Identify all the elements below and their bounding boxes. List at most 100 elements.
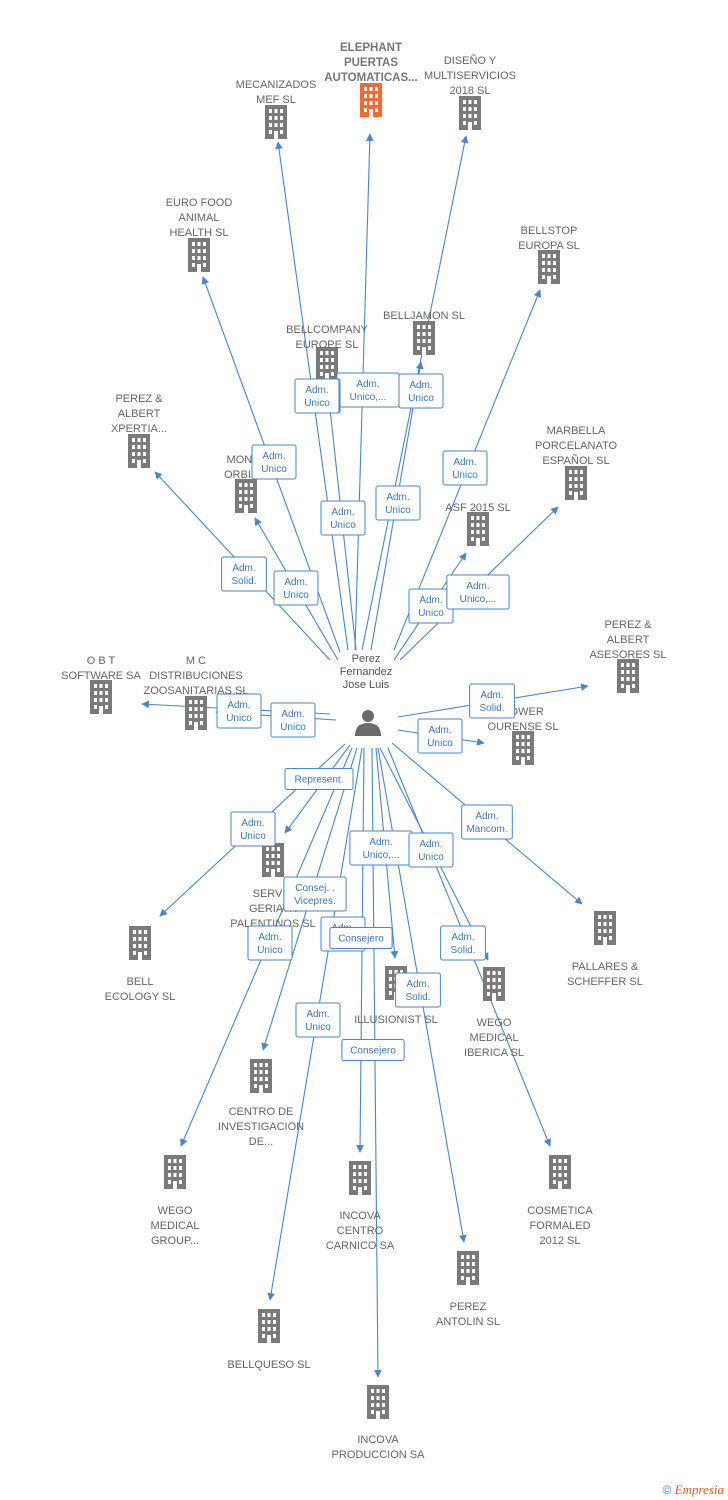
edge-label-illusionist[interactable]: Adm.Unico,... xyxy=(349,830,413,866)
edge-label-perezantolin[interactable]: Adm.Solid. xyxy=(395,972,441,1008)
building-icon xyxy=(538,250,560,284)
empresia-logo[interactable]: Empresia xyxy=(674,1482,724,1497)
company-node-belljamon[interactable]: BELLJAMON SL xyxy=(383,310,465,355)
company-label: PEREZ & xyxy=(604,619,652,631)
company-node-bellqueso[interactable]: BELLQUESO SL xyxy=(227,1309,311,1371)
edge-label-eurofood[interactable]: Adm.Unico xyxy=(251,444,297,480)
company-label: CARNICO SA xyxy=(326,1240,395,1252)
edge-label-box xyxy=(440,925,486,961)
nodes-layer: ELEPHANTPUERTASAUTOMATICAS...MECANIZADOS… xyxy=(61,42,666,1461)
edge-label-box xyxy=(230,811,276,847)
edge-label-box xyxy=(283,876,347,912)
edge-label-text: Adm. xyxy=(281,709,304,720)
company-node-illusionist[interactable]: ILLUSIONIST SL xyxy=(354,966,438,1026)
edge-label-text: Unico xyxy=(418,608,444,619)
building-icon xyxy=(164,1155,186,1189)
company-node-asf[interactable]: ASF 2015 SL xyxy=(445,502,511,546)
company-node-centro[interactable]: CENTRO DEINVESTIGACIONDE... xyxy=(218,1059,304,1148)
company-label: PUERTAS xyxy=(344,57,398,69)
copyright-symbol: © xyxy=(662,1483,672,1497)
edge-label-box xyxy=(329,927,393,949)
edge-label-text: Unico,... xyxy=(460,594,497,605)
edge-label-elephant[interactable]: Adm.Unico,... xyxy=(336,372,400,408)
company-label: PORCELANATO xyxy=(535,440,618,452)
edge-label-diseno[interactable]: Adm.Unico xyxy=(398,373,444,409)
company-label: MARBELLA xyxy=(547,425,606,437)
edge-label-box xyxy=(395,972,441,1008)
edge-label-incovaprod[interactable]: Consejero xyxy=(341,1039,405,1061)
company-label: BELLJAMON SL xyxy=(383,310,465,322)
company-label: ASF 2015 SL xyxy=(445,502,510,514)
edge-label-text: Unico xyxy=(427,738,453,749)
edge-label-servicios[interactable]: Represent. xyxy=(284,768,354,790)
edge-label-wegogroup[interactable]: Adm.Unico xyxy=(247,925,293,961)
edge-label-box xyxy=(375,485,421,521)
edge-label-box xyxy=(320,500,366,536)
company-node-pallares[interactable]: PALLARES &SCHEFFER SL xyxy=(567,911,643,988)
company-label: EURO FOOD xyxy=(166,197,233,209)
company-node-elephant[interactable]: ELEPHANTPUERTASAUTOMATICAS... xyxy=(324,42,418,117)
edge-label-wegoiberica[interactable]: Adm.Unico xyxy=(408,832,454,868)
company-label: XPERTIA... xyxy=(111,423,167,435)
edge-label-cosmetica[interactable]: Adm.Solid. xyxy=(440,925,486,961)
edge-label-obt[interactable]: Adm.Unico xyxy=(216,693,262,729)
edge-label-bellcompany[interactable]: Adm.Unico xyxy=(320,500,366,536)
edge-label-perezasesores[interactable]: Adm.Solid. xyxy=(469,683,515,719)
company-label: PEREZ xyxy=(450,1301,487,1313)
company-node-perezxpertia[interactable]: PEREZ &ALBERTXPERTIA... xyxy=(111,393,167,468)
company-node-wegogroup[interactable]: WEGOMEDICALGROUP... xyxy=(151,1155,200,1247)
edge-label-text: Adm. xyxy=(453,457,476,468)
edge-label-belljamon[interactable]: Adm.Unico xyxy=(375,485,421,521)
edge-label-text: Unico xyxy=(226,713,252,724)
company-label: O B T xyxy=(87,655,116,667)
edge-label-text: Unico,... xyxy=(350,392,387,403)
company-label: EUROPE SL xyxy=(296,339,359,351)
edge-label-power[interactable]: Adm.Unico xyxy=(417,718,463,754)
company-label: ALBERT xyxy=(118,408,161,420)
building-icon xyxy=(188,238,210,272)
edge-label-perezxpertia[interactable]: Adm.Solid. xyxy=(221,556,267,592)
company-label: CENTRO DE xyxy=(229,1106,294,1118)
building-icon xyxy=(549,1155,571,1189)
edge-label-pallares[interactable]: Adm.Mancom. xyxy=(461,804,513,840)
company-label: MEDICAL xyxy=(151,1220,200,1232)
edge-label-bellstop[interactable]: Adm.Unico xyxy=(442,450,488,486)
edge-label-text: Unico xyxy=(257,945,283,956)
edge-label-box xyxy=(216,693,262,729)
edge-label-extra-0[interactable]: Adm.Unico xyxy=(294,378,340,414)
company-label: ANTOLIN SL xyxy=(436,1316,500,1328)
edge-label-box xyxy=(221,556,267,592)
company-node-perezantolin[interactable]: PEREZ ANTOLIN SL xyxy=(436,1251,500,1328)
edge-label-extra-2[interactable]: Consejero xyxy=(329,927,393,949)
building-icon xyxy=(360,83,382,117)
edge-label-mc[interactable]: Adm.Unico xyxy=(270,702,316,738)
edge-label-centro[interactable]: Consej. .Vicepres. xyxy=(283,876,347,912)
edge-label-text: Consej. . xyxy=(295,883,334,894)
edge-label-bellqueso[interactable]: Adm.Unico xyxy=(295,1002,341,1038)
building-icon xyxy=(459,96,481,130)
edge-label-text: Adm. xyxy=(419,595,442,606)
building-icon xyxy=(128,434,150,468)
edge-label-marbella[interactable]: Adm. Unico,... xyxy=(446,574,510,610)
edge-label-bellecology[interactable]: Adm.Unico xyxy=(230,811,276,847)
edge-label-montajes[interactable]: Adm.Unico xyxy=(273,570,319,606)
building-icon xyxy=(512,731,534,765)
company-label: M C xyxy=(186,655,206,667)
edge-label-text: Unico xyxy=(408,393,434,404)
edge-label-text: Adm. xyxy=(466,581,489,592)
